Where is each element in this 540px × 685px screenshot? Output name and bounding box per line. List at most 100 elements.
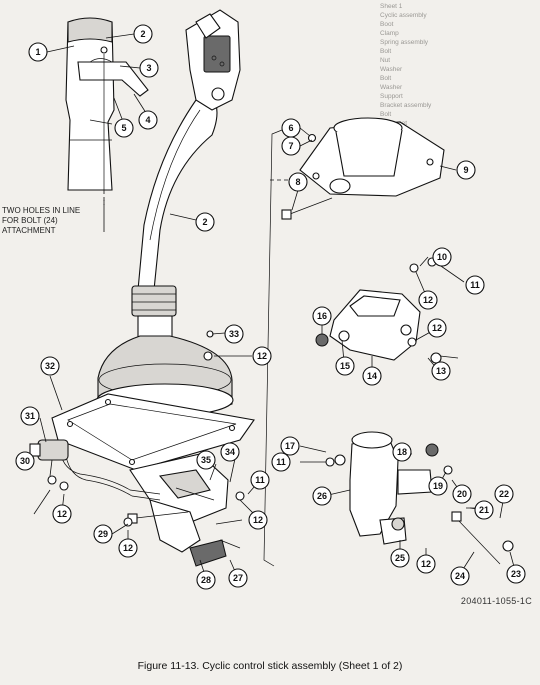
callout-12-right-upper: 12 — [418, 290, 438, 310]
callout-19: 19 — [428, 476, 448, 496]
callout-1: 1 — [28, 42, 48, 62]
svg-text:27: 27 — [233, 573, 243, 583]
svg-text:28: 28 — [201, 575, 211, 585]
rubber-boot — [96, 335, 234, 419]
svg-text:4: 4 — [145, 115, 150, 125]
svg-text:24: 24 — [455, 571, 465, 581]
callout-34: 34 — [220, 442, 240, 462]
svg-text:5: 5 — [121, 123, 126, 133]
callout-29: 29 — [93, 524, 113, 544]
svg-text:12: 12 — [253, 515, 263, 525]
svg-text:22: 22 — [499, 489, 509, 499]
svg-text:1: 1 — [35, 47, 40, 57]
svg-text:16: 16 — [317, 311, 327, 321]
svg-text:10: 10 — [437, 252, 447, 262]
callout-12-bottom-right: 12 — [248, 510, 268, 530]
callout-11-left: 11 — [271, 452, 291, 472]
callout-20: 20 — [452, 484, 472, 504]
svg-text:2: 2 — [202, 217, 207, 227]
callout-8: 8 — [288, 172, 308, 192]
bolts — [127, 197, 501, 565]
svg-text:13: 13 — [436, 366, 446, 376]
svg-text:2: 2 — [140, 29, 145, 39]
svg-text:12: 12 — [123, 543, 133, 553]
svg-text:12: 12 — [432, 323, 442, 333]
svg-text:29: 29 — [98, 529, 108, 539]
callout-23: 23 — [506, 564, 526, 584]
note-line: FOR BOLT (24) — [2, 216, 58, 225]
spring-collar — [131, 285, 177, 339]
svg-text:18: 18 — [397, 447, 407, 457]
middle-block — [315, 289, 421, 361]
callout-17: 17 — [280, 436, 300, 456]
svg-text:11: 11 — [255, 475, 265, 485]
callout-35: 35 — [196, 450, 216, 470]
svg-text:14: 14 — [367, 371, 377, 381]
callout-6: 6 — [281, 118, 301, 138]
svg-text:7: 7 — [288, 141, 293, 151]
assembly-bracket-lines — [263, 129, 300, 567]
callout-11-right: 11 — [465, 275, 485, 295]
callout-4: 4 — [138, 110, 158, 130]
svg-text:31: 31 — [25, 411, 35, 421]
svg-text:32: 32 — [45, 361, 55, 371]
svg-text:12: 12 — [423, 295, 433, 305]
svg-text:6: 6 — [288, 123, 293, 133]
svg-text:21: 21 — [479, 505, 489, 515]
callout-24: 24 — [450, 566, 470, 586]
figure-caption: Figure 11-13. Cyclic control stick assem… — [137, 660, 403, 672]
svg-text:25: 25 — [395, 553, 405, 563]
lower-yoke — [334, 431, 439, 545]
svg-text:3: 3 — [146, 63, 151, 73]
svg-text:15: 15 — [340, 361, 350, 371]
small-hardware — [47, 133, 514, 552]
callout-13: 13 — [431, 361, 451, 381]
cyclic-stick-tube — [137, 95, 218, 291]
callout-12-right-mid: 12 — [427, 318, 447, 338]
svg-text:17: 17 — [285, 441, 295, 451]
boot-clamp-detail — [65, 17, 149, 205]
callout-5: 5 — [114, 118, 134, 138]
svg-text:20: 20 — [457, 489, 467, 499]
callout-9: 9 — [456, 160, 476, 180]
callout-15: 15 — [335, 356, 355, 376]
callout-2-top: 2 — [133, 24, 153, 44]
callout-12-left: 12 — [52, 504, 72, 524]
svg-text:34: 34 — [225, 447, 235, 457]
svg-text:30: 30 — [20, 456, 30, 466]
callout-26: 26 — [312, 486, 332, 506]
callout-21: 21 — [474, 500, 494, 520]
callout-3: 3 — [139, 58, 159, 78]
stick-grip-head — [185, 9, 241, 111]
callout-18: 18 — [392, 442, 412, 462]
top-housing — [299, 117, 445, 197]
callout-30: 30 — [15, 451, 35, 471]
svg-text:9: 9 — [463, 165, 468, 175]
callout-16: 16 — [312, 306, 332, 326]
callout-12-bottom: 12 — [118, 538, 138, 558]
assembly-note: TWO HOLES IN LINE FOR BOLT (24) ATTACHME… — [2, 206, 112, 236]
note-line: ATTACHMENT — [2, 226, 56, 235]
drawing-number: 204011-1055-1C — [460, 596, 532, 606]
callout-11-bottom: 11 — [250, 470, 270, 490]
callout-12-yoke: 12 — [416, 554, 436, 574]
callout-33: 33 — [224, 324, 244, 344]
callout-22: 22 — [494, 484, 514, 504]
svg-text:19: 19 — [433, 481, 443, 491]
svg-text:12: 12 — [57, 509, 67, 519]
svg-text:33: 33 — [229, 329, 239, 339]
cable-connector — [29, 439, 161, 501]
callout-28: 28 — [196, 570, 216, 590]
callout-32: 32 — [40, 356, 60, 376]
callout-12-boot: 12 — [252, 346, 272, 366]
svg-text:12: 12 — [421, 559, 431, 569]
callout-14: 14 — [362, 366, 382, 386]
svg-text:11: 11 — [470, 280, 480, 290]
svg-text:26: 26 — [317, 491, 327, 501]
svg-text:11: 11 — [276, 457, 286, 467]
svg-text:35: 35 — [201, 455, 211, 465]
svg-text:12: 12 — [257, 351, 267, 361]
callout-7: 7 — [281, 136, 301, 156]
callout-25: 25 — [390, 548, 410, 568]
